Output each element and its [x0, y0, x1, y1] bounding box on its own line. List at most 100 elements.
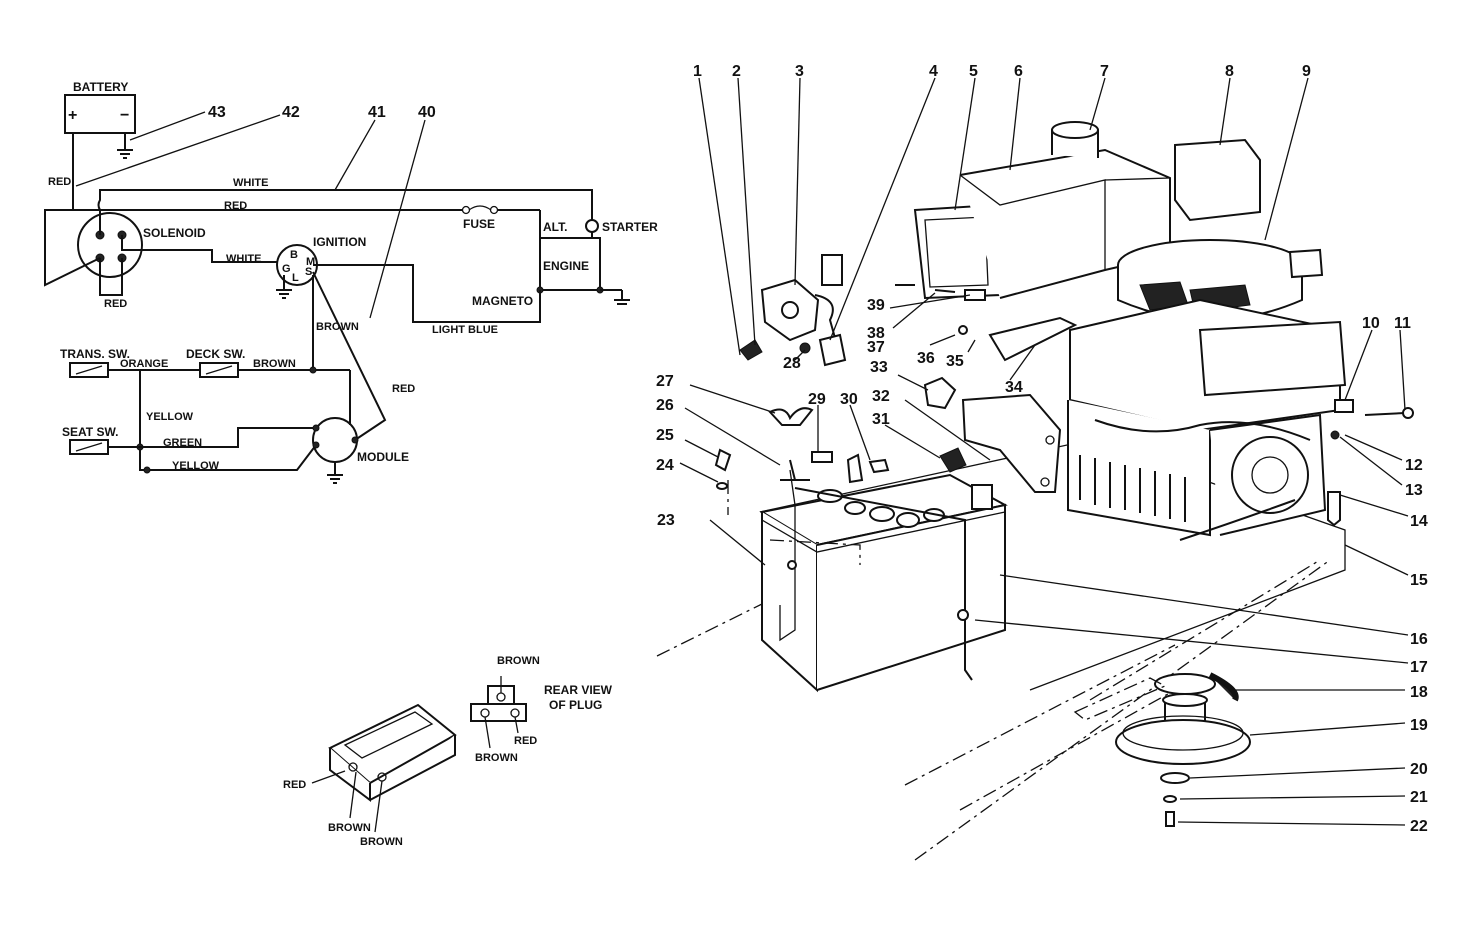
battery-minus: − [120, 107, 129, 124]
starter-label: STARTER [602, 220, 658, 234]
callout-3: 3 [795, 63, 804, 80]
pulley-assembly [1073, 672, 1251, 827]
callout-30: 30 [840, 391, 858, 408]
callout-11: 11 [1394, 315, 1411, 332]
callout-29: 29 [808, 391, 826, 408]
callout-40: 40 [418, 104, 436, 121]
callout-42: 42 [282, 104, 300, 121]
trans-switch-label: TRANS. SW. [60, 347, 130, 361]
clamp-10 [1334, 399, 1354, 413]
wire-light-blue-label: LIGHT BLUE [432, 324, 498, 336]
callout-2: 2 [732, 63, 741, 80]
rear-view-label-line1: REAR VIEW [544, 683, 613, 697]
bolt-25 [714, 448, 732, 472]
callout-12: 12 [1405, 457, 1423, 474]
callout-35: 35 [946, 353, 964, 370]
wire-red-d-label: RED [392, 383, 415, 395]
module-symbol [312, 417, 358, 463]
clip-33 [923, 376, 957, 410]
wire-orange-label: ORANGE [120, 358, 168, 370]
battery [759, 469, 1008, 693]
wire-brown-b-label: BROWN [253, 358, 296, 370]
solenoid-label: SOLENOID [143, 226, 206, 240]
callout-1: 1 [693, 63, 702, 80]
callout-21: 21 [1410, 789, 1428, 806]
battery-symbol [64, 94, 136, 134]
callout-25: 25 [656, 427, 674, 444]
magneto-label: MAGNETO [472, 294, 533, 308]
callout-numbers: 1 2 3 4 5 6 7 8 9 10 11 12 13 14 15 16 1… [656, 63, 1428, 835]
callout-20: 20 [1410, 761, 1428, 778]
exploded-view: 1 2 3 4 5 6 7 8 9 10 11 12 13 14 15 16 1… [656, 63, 1428, 861]
callout-36: 36 [917, 350, 935, 367]
wire-green-label: GREEN [163, 437, 202, 449]
wire-red-a-label: RED [48, 176, 71, 188]
panel-8 [1174, 138, 1261, 222]
bolt-29 [811, 451, 833, 463]
engine-body [1067, 239, 1347, 541]
ignition-label: IGNITION [313, 235, 366, 249]
starter-solenoid [739, 254, 847, 367]
boot-31 [939, 447, 967, 473]
bracket-34 [988, 316, 1078, 362]
callout-5: 5 [969, 63, 978, 80]
callout-10: 10 [1362, 315, 1380, 332]
rear-view-brown-bottom-label: BROWN [475, 752, 518, 764]
engine-label: ENGINE [543, 259, 589, 273]
callout-32: 32 [872, 388, 890, 405]
deck-switch-label: DECK SW. [186, 347, 245, 361]
wiring-schematic: BATTERY + − 43 42 41 40 RED SOLENOID RED… [44, 80, 658, 484]
callout-23: 23 [657, 512, 675, 529]
wing-nut [768, 407, 814, 426]
callout-15: 15 [1410, 572, 1428, 589]
nut-13 [1330, 430, 1340, 440]
callout-9: 9 [1302, 63, 1311, 80]
wire-white-a-label: WHITE [233, 177, 268, 189]
ignition-g-label: G [282, 263, 291, 275]
bracket-32 [961, 393, 1062, 493]
callout-34: 34 [1005, 379, 1023, 396]
callout-6: 6 [1014, 63, 1023, 80]
iso-red-label: RED [283, 779, 306, 791]
seat-switch-label: SEAT SW. [62, 425, 118, 439]
engine-symbol [539, 237, 601, 291]
callout-4: 4 [929, 63, 938, 80]
ignition-b-label: B [290, 249, 298, 261]
alt-label: ALT. [543, 220, 567, 234]
wire-yellow-b-label: YELLOW [172, 460, 220, 472]
callout-13: 13 [1405, 482, 1423, 499]
wire-yellow-a-label: YELLOW [146, 411, 194, 423]
callout-19: 19 [1410, 717, 1428, 734]
wire-red-c-label: RED [224, 200, 247, 212]
callout-27: 27 [656, 373, 674, 390]
solenoid-symbol [77, 212, 143, 278]
callout-8: 8 [1225, 63, 1234, 80]
rear-view-red-label: RED [514, 735, 537, 747]
callout-31: 31 [872, 411, 890, 428]
ignition-s-label: S [305, 266, 312, 278]
callout-33: 33 [870, 359, 888, 376]
callout-16: 16 [1410, 631, 1428, 648]
battery-label: BATTERY [73, 80, 128, 94]
callout-38: 38 [867, 325, 885, 342]
rear-view-brown-top-label: BROWN [497, 655, 540, 667]
callout-18: 18 [1410, 684, 1428, 701]
callout-17: 17 [1410, 659, 1428, 676]
wire-red-b-label: RED [104, 298, 127, 310]
washer-24 [716, 482, 728, 490]
callout-7: 7 [1100, 63, 1109, 80]
module-label: MODULE [357, 450, 409, 464]
wire-brown-a-label: BROWN [316, 321, 359, 333]
callout-41: 41 [368, 104, 386, 121]
callout-43: 43 [208, 104, 226, 121]
iso-brown-a-label: BROWN [328, 822, 371, 834]
leader-lines [679, 77, 1409, 826]
callout-37: 37 [867, 339, 885, 356]
callout-22: 22 [1410, 818, 1428, 835]
ignition-m-label: M [306, 256, 315, 268]
callout-39: 39 [867, 297, 885, 314]
bolt-14 [1327, 491, 1341, 527]
rear-view-plug [470, 703, 527, 722]
callout-28: 28 [783, 355, 801, 372]
